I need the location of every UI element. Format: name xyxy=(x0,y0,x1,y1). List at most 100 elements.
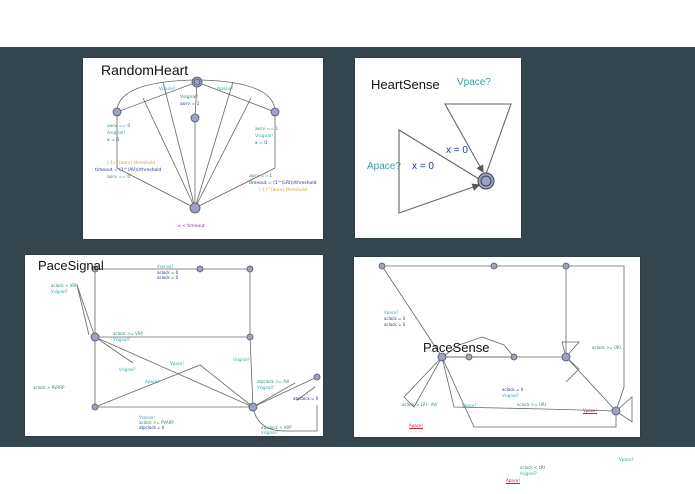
ps-label: Vsignal? xyxy=(113,337,130,342)
pse-loop xyxy=(561,341,580,358)
rh-edge-3 xyxy=(194,81,198,119)
pse-loop xyxy=(403,356,443,408)
rh-label: Asignal! xyxy=(107,131,126,136)
pse-node xyxy=(611,406,621,416)
rh-label: aorv == 1 xyxy=(249,174,273,179)
pse-loop xyxy=(615,396,633,423)
rh-node-top-initial-ring xyxy=(193,78,201,86)
ps-edge xyxy=(296,386,316,401)
pse-edge xyxy=(494,265,567,357)
ps-edge xyxy=(94,336,254,408)
rh-label: Apace? xyxy=(217,87,234,92)
ps-node xyxy=(246,333,254,341)
pse-edge xyxy=(565,356,580,383)
random-heart-panel: RandomHeart Vpace? Apace? Vsignal! aorv … xyxy=(83,58,323,239)
pse-label: Asignal? xyxy=(520,471,537,476)
rh-label: aorv = 1 xyxy=(180,102,200,107)
pace-signal-title: PaceSignal xyxy=(38,258,104,273)
ps-label: aclock >= VRP xyxy=(113,331,143,336)
hs-node xyxy=(477,172,495,190)
pse-label: Vpace? xyxy=(619,457,634,462)
ps-label: atpclock < ARP xyxy=(261,425,292,430)
rh-edge-13 xyxy=(116,79,194,113)
pace-sense-panel: PaceSense Vpace? aclock = 0 aclock = 0 a… xyxy=(354,257,640,483)
rh-node-left xyxy=(112,107,122,117)
rh-label: Vsignal! xyxy=(255,134,274,139)
rh-invariant: x < timeout xyxy=(178,224,205,229)
ps-label: Vsignal? xyxy=(233,357,250,362)
pse-label: Vpace? xyxy=(462,403,477,408)
pse-label: vclock >= URI xyxy=(517,402,546,407)
rh-edge-1 xyxy=(116,81,198,113)
pse-label: aclock >= URI xyxy=(592,345,621,350)
hs-reset-label: x = 0 xyxy=(412,161,434,172)
rh-edge-2 xyxy=(196,81,276,113)
rh-edge-14 xyxy=(200,79,276,113)
pse-edge xyxy=(441,336,515,358)
pse-label: aclock = 0 xyxy=(384,316,406,321)
rh-edge-8 xyxy=(162,81,196,209)
rh-node-top xyxy=(191,76,203,88)
ps-node xyxy=(246,265,254,273)
rh-label: aorv == 1 xyxy=(255,127,279,132)
rh-edge-6 xyxy=(116,167,196,209)
pse-label: Apace! xyxy=(409,423,423,428)
pse-label: Vpace! xyxy=(583,408,597,413)
ps-edge xyxy=(252,382,296,408)
pse-edge xyxy=(441,356,617,428)
hs-reset-label: x = 0 xyxy=(446,145,468,156)
ps-label: Vpace! xyxy=(170,361,184,366)
pse-node xyxy=(490,262,498,270)
hs-loop-apace xyxy=(398,129,481,214)
ps-label: Apace? xyxy=(145,379,160,384)
heart-sense-title: HeartSense xyxy=(371,77,440,92)
rh-node-mid xyxy=(190,113,200,123)
hs-vpace-label: Vpace? xyxy=(457,77,491,88)
ps-edge xyxy=(252,376,318,408)
rh-label: aorv == 0 xyxy=(107,175,131,180)
rh-label: timeout = (1^(LRI))/threshold xyxy=(249,181,317,186)
rh-edge-7 xyxy=(194,167,276,209)
pace-sense-diagram xyxy=(378,262,633,428)
pse-label: Apace! xyxy=(506,478,520,483)
ps-edge xyxy=(200,268,251,337)
pse-edge xyxy=(565,356,617,412)
ps-label: Vsense! xyxy=(139,415,155,420)
ps-edge xyxy=(94,364,254,408)
ps-loop xyxy=(76,284,96,338)
rh-label: aorv == 0 xyxy=(107,124,131,129)
rh-label: (-1)^(aorv) threshold xyxy=(107,161,155,166)
heart-sense-panel: HeartSense Vpace? Apace? x = 0 x = 0 xyxy=(355,58,521,238)
pse-edge xyxy=(441,356,617,412)
rh-label: x = 0 xyxy=(255,141,268,146)
ps-label: Vsense? xyxy=(157,264,174,269)
pse-label: Vpace? xyxy=(384,310,399,315)
ps-node xyxy=(91,403,99,411)
ps-edge xyxy=(94,336,134,364)
ps-label: atpclock = 0 xyxy=(139,425,165,430)
ps-edge xyxy=(249,336,254,408)
pace-signal-panel: PaceSignal Vsense? aclock = 0 aclock = 0… xyxy=(25,255,323,436)
ps-node xyxy=(248,402,258,412)
rh-label: x = 0 xyxy=(107,138,120,143)
ps-node xyxy=(91,265,99,273)
hs-node-initial-ring xyxy=(480,175,492,187)
pse-edge xyxy=(381,265,443,358)
rh-node-right xyxy=(270,107,280,117)
random-heart-diagram xyxy=(112,76,280,214)
pace-sense-title: PaceSense xyxy=(423,340,490,355)
rh-label: Vsignal! xyxy=(180,95,199,100)
hs-loop-vpace xyxy=(444,103,512,175)
ps-label: Vsignal? xyxy=(51,289,68,294)
ps-node xyxy=(90,332,100,342)
pse-node xyxy=(562,262,570,270)
heart-sense-diagram xyxy=(398,103,512,214)
ps-label: Vsignal? xyxy=(257,385,274,390)
random-heart-title: RandomHeart xyxy=(101,62,189,78)
rh-edge-9 xyxy=(194,81,234,209)
ps-label: atpclock = 0 xyxy=(293,396,319,401)
rh-edge-10 xyxy=(142,97,196,209)
rh-label: (-1)^(aorv) threshold xyxy=(259,188,307,193)
pse-node xyxy=(561,352,571,362)
ps-label: atpclock >= AVI xyxy=(257,379,290,384)
